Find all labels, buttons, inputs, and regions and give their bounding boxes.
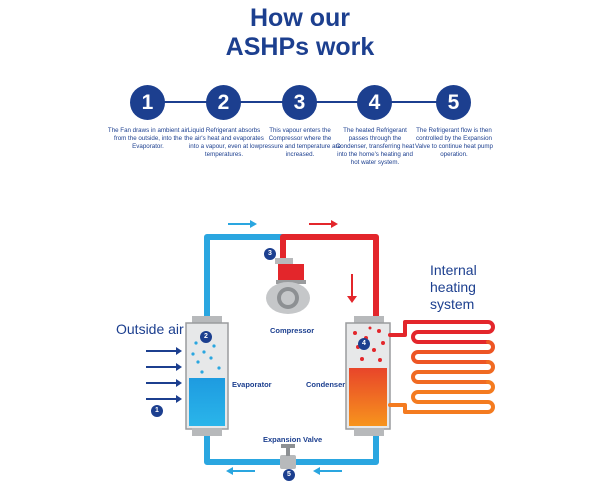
step-5-description: The Refrigerant flow is then controlled … — [415, 127, 493, 158]
diagram-badge-5: 5 — [283, 469, 295, 481]
step-4-badge: 4 — [357, 85, 392, 120]
expansion-valve-label: Expansion Valve — [263, 435, 323, 444]
compressor-label: Compressor — [270, 326, 315, 335]
expansion-valve-icon — [280, 444, 296, 469]
step-5-badge: 5 — [436, 85, 471, 120]
flow-arrow-top-right — [309, 220, 338, 228]
outside-air-arrows — [146, 347, 182, 403]
flow-arrow-bottom-right — [313, 467, 342, 475]
condenser-label: Condenser — [306, 380, 346, 389]
heating-coil-pipe — [388, 320, 495, 414]
condenser-icon — [345, 316, 391, 436]
compressor-icon — [266, 258, 310, 314]
step-1-description: The Fan draws in ambient air from the ou… — [107, 127, 189, 150]
diagram-badge-4: 4 — [358, 338, 370, 350]
step-1-badge: 1 — [130, 85, 165, 120]
step-2-badge: 2 — [206, 85, 241, 120]
internal-heating-label-line-2: heating — [430, 279, 476, 295]
outside-air-label: Outside air — [116, 321, 184, 337]
flow-arrow-bottom-left — [226, 467, 255, 475]
evaporator-label: Evaporator — [232, 380, 272, 389]
diagram-badge-2: 2 — [200, 331, 212, 343]
flow-arrow-top-left — [228, 220, 257, 228]
page-title-line-2: ASHPs work — [225, 33, 375, 61]
internal-heating-label-line-1: Internal — [430, 262, 477, 278]
step-3-badge: 3 — [282, 85, 317, 120]
internal-heating-label-line-3: system — [430, 296, 475, 312]
page-title-line-1: How our — [250, 4, 350, 32]
flow-arrow-down-right — [347, 274, 357, 303]
diagram-badge-1: 1 — [151, 405, 163, 417]
diagram-badge-3: 3 — [264, 248, 276, 260]
step-4-description: The heated Refrigerant passes through th… — [335, 127, 415, 166]
step-3-description: This vapour enters the Compressor where … — [259, 127, 341, 158]
step-2-description: Liquid Refrigerant absorbs the air's hea… — [184, 127, 264, 158]
hot-refrigerant-pipe — [280, 234, 379, 323]
